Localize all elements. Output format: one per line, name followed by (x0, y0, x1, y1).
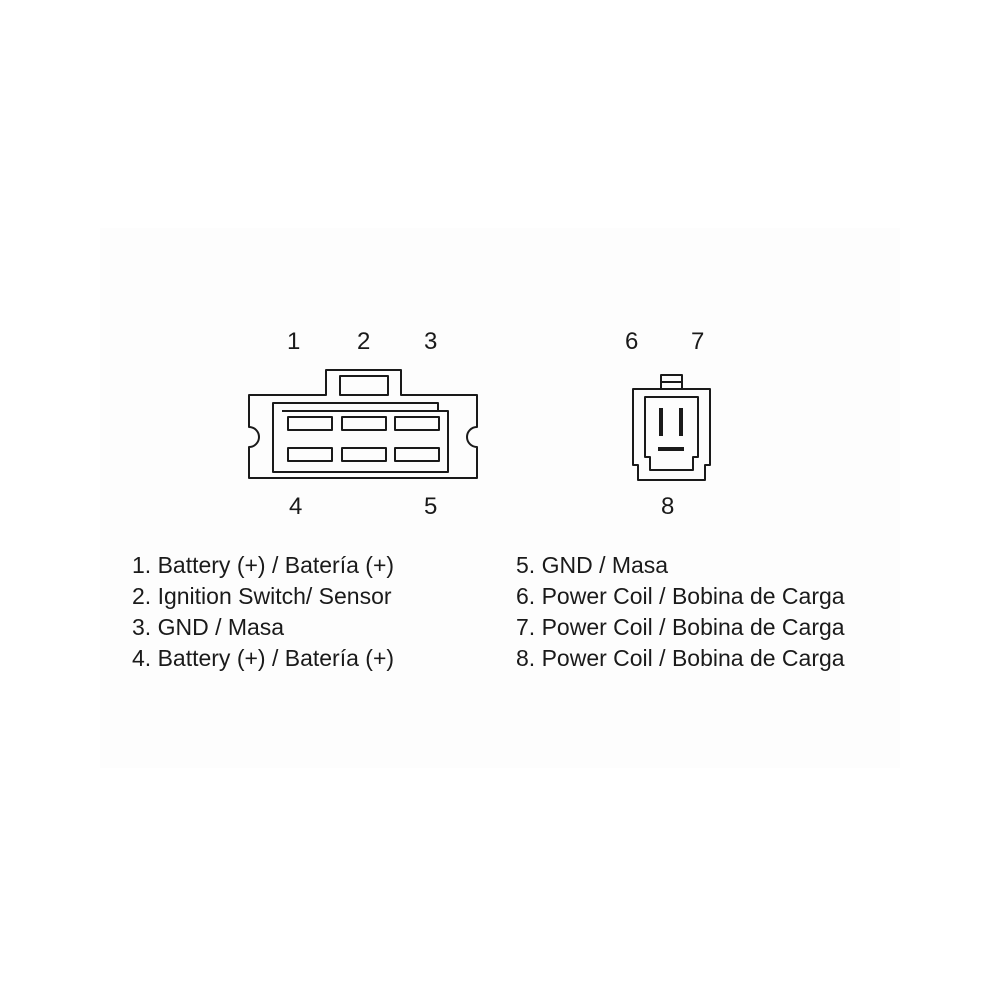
terminal-4 (287, 447, 333, 462)
legend-left: 1. Battery (+) / Batería (+) 2. Ignition… (132, 550, 394, 674)
connector-b-cavity (644, 396, 699, 471)
terminal-8 (658, 447, 684, 451)
terminal-7 (679, 408, 683, 436)
connector-b-housing (632, 388, 711, 481)
pin-label-6: 6 (625, 328, 639, 355)
pin-label-8: 8 (661, 493, 675, 520)
legend-item-3: 3. GND / Masa (132, 614, 285, 640)
legend-right: 5. GND / Masa 6. Power Coil / Bobina de … (516, 550, 845, 674)
connector-a-housing (248, 369, 478, 479)
legend-item-4: 4. Battery (+) / Batería (+) (132, 645, 395, 671)
pin-label-4: 4 (289, 493, 303, 520)
legend-item-7: 7. Power Coil / Bobina de Carga (516, 614, 845, 640)
terminal-3 (394, 416, 440, 431)
pin-label-5: 5 (424, 493, 438, 520)
pin-label-3: 3 (424, 328, 438, 355)
terminal-1 (287, 416, 333, 431)
connector-a-latch (339, 375, 389, 396)
pin-label-7: 7 (691, 328, 705, 355)
terminal-5a (341, 447, 387, 462)
diagram-panel (100, 228, 900, 768)
legend-item-6: 6. Power Coil / Bobina de Carga (516, 583, 845, 609)
pin-label-1: 1 (287, 328, 301, 355)
legend-item-1: 1. Battery (+) / Batería (+) (132, 552, 395, 578)
connector-a-cavity (272, 402, 449, 473)
terminal-6 (659, 408, 663, 436)
pin-label-2: 2 (357, 328, 371, 355)
legend-item-8: 8. Power Coil / Bobina de Carga (516, 645, 845, 671)
terminal-2 (341, 416, 387, 431)
legend-item-5: 5. GND / Masa (516, 552, 669, 578)
legend-item-2: 2. Ignition Switch/ Sensor (132, 583, 392, 609)
terminal-5b (394, 447, 440, 462)
